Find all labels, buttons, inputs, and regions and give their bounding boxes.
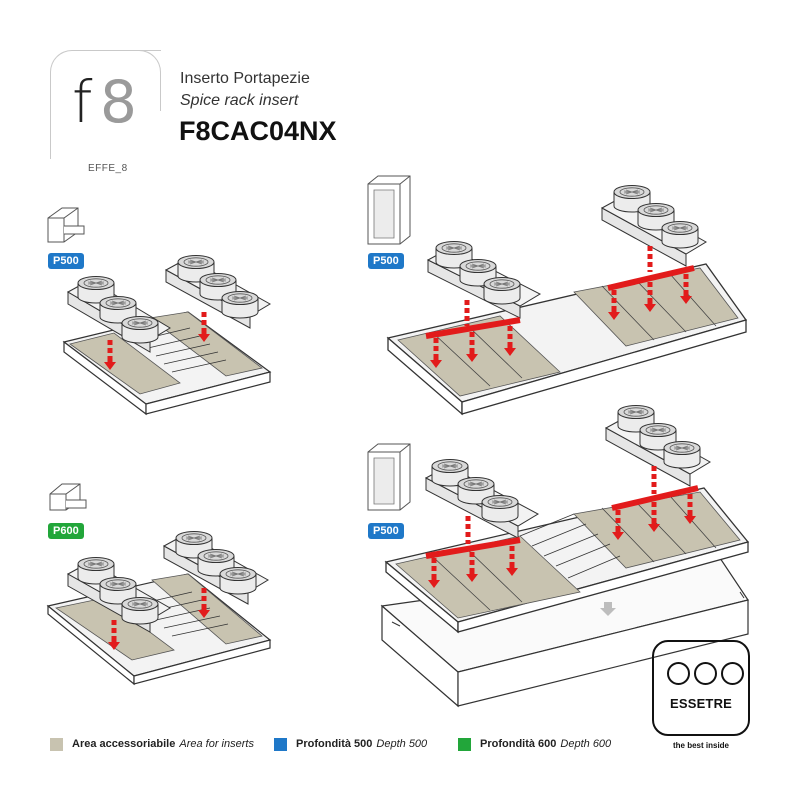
legend-depth500-it: Profondità 500	[296, 738, 373, 750]
placement-arrows-right	[611, 466, 699, 540]
cabinet-icon	[367, 443, 411, 511]
logo-number-8: 8	[100, 68, 137, 136]
legend-swatch-depth-500	[274, 737, 287, 751]
brand-tagline: the best inside	[672, 741, 729, 750]
legend-area-en: Area for inserts	[179, 738, 254, 750]
panel-bottom-left	[46, 483, 272, 686]
logo-circles	[667, 662, 744, 685]
placement-arrows-right	[607, 246, 695, 320]
legend-depth-600: Profondità 600 Depth 600	[458, 736, 611, 752]
product-code: F8CAC04NX	[179, 116, 337, 146]
logo-frame	[50, 50, 161, 159]
brand-name: ESSETRE	[669, 696, 733, 711]
depth-badge-bottom-right: P500	[368, 523, 404, 539]
legend-depth600-it: Profondità 600	[480, 738, 557, 750]
legend-depth500-en: Depth 500	[376, 738, 428, 750]
legend-depth-500: Profondità 500 Depth 500	[274, 736, 427, 752]
depth-badge-top-right: P500	[368, 253, 404, 269]
title-english: Spice rack insert	[180, 92, 299, 109]
depth-badge-bottom-left: P600	[48, 523, 84, 539]
essetre-logo: ESSETRE	[652, 640, 750, 736]
cabinet-icon	[367, 175, 411, 245]
legend-area-it: Area accessoriabile	[72, 738, 176, 750]
drawer-icon	[49, 483, 87, 511]
legend-depth600-en: Depth 600	[560, 738, 612, 750]
title-italian: Inserto Portapezie	[180, 70, 310, 87]
drawer-icon	[47, 207, 85, 243]
legend-swatch-area	[50, 737, 63, 751]
placement-arrows-left	[425, 516, 521, 588]
panel-top-left	[47, 207, 272, 416]
legend-swatch-depth-600	[458, 737, 471, 751]
placement-arrows-left	[425, 300, 521, 368]
panel-top-right	[367, 175, 748, 416]
brand-code: EFFE_8	[88, 163, 128, 174]
panel-bottom-right	[367, 405, 750, 708]
depth-badge-top-left: P500	[48, 253, 84, 269]
legend-area: Area accessoriabile Area for inserts	[50, 736, 254, 752]
logo-letter-f: f	[72, 68, 92, 136]
